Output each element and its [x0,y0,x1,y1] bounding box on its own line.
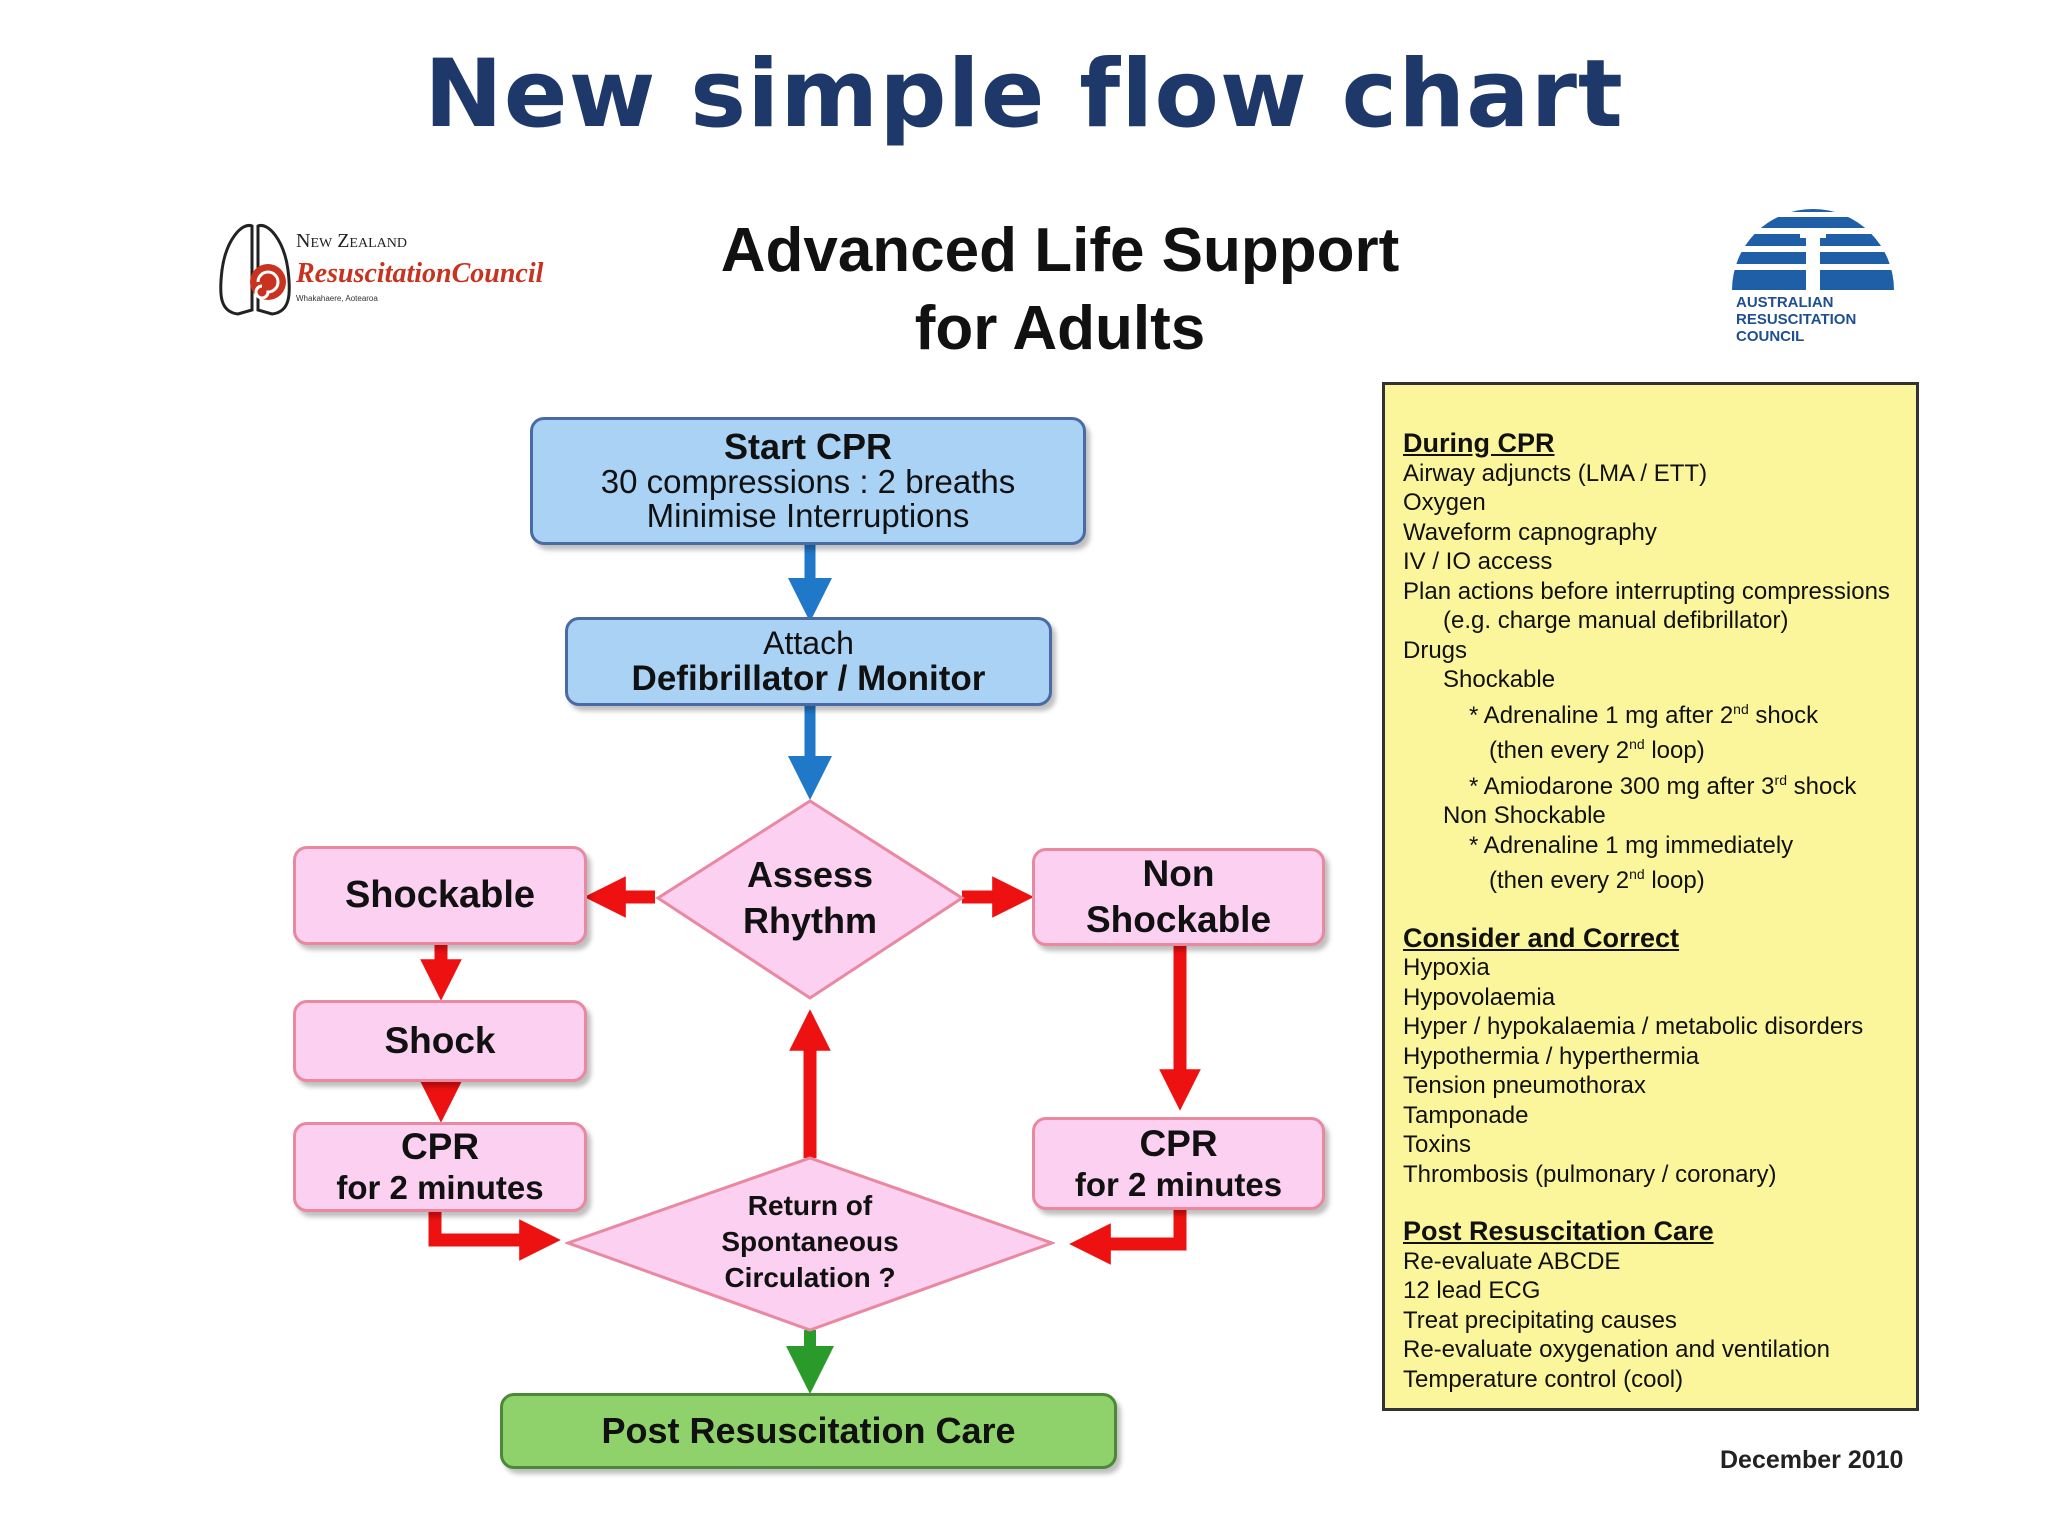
consider-item: Hypoxia [1403,954,1490,981]
non-shockable-box: Non Shockable [1032,848,1325,946]
during-cpr-item: IV / IO access [1403,548,1553,575]
cpr-left-box: CPR for 2 minutes [293,1122,587,1212]
rosc-diamond [565,1156,1055,1332]
nz-resuscitation-council-logo: New Zealand ResuscitationCouncil Whakaha… [216,220,566,320]
start-cpr-box: Start CPR 30 compressions : 2 breaths Mi… [530,417,1086,545]
start-cpr-interruptions: Minimise Interruptions [646,497,970,534]
during-cpr-item: Oxygen [1403,489,1486,516]
nz-logo-line1: New Zealand [296,230,407,252]
during-cpr-item: Waveform capnography [1403,518,1657,546]
during-cpr-item: Plan actions before interrupting compres… [1403,577,1890,605]
post-care-label: Post Resuscitation Care [601,1410,1016,1451]
cpr-right-title: CPR [1139,1122,1218,1164]
consider-item: Hypovolaemia [1403,983,1556,1011]
nz-logo-line2: ResuscitationCouncil [296,258,544,289]
consider-item: Hyper / hypokalaemia / metabolic disorde… [1403,1013,1864,1040]
post-care-item: Treat precipitating causes [1403,1306,1677,1334]
rosc-line1: Return of [747,1190,873,1221]
consider-item: Tamponade [1403,1101,1529,1129]
during-cpr-note: (e.g. charge manual defibrillator) [1443,607,1789,634]
consider-item: Thrombosis (pulmonary / coronary) [1403,1160,1777,1188]
consider-item: Tension pneumothorax [1403,1072,1646,1099]
nz-logo-line3: Whakahaere, Aotearoa [296,294,378,303]
rosc-label: Return of Spontaneous Circulation ? [660,1188,960,1296]
assess-label: Assess [746,854,874,895]
shockable-label: Shockable [344,874,536,916]
cpr-left-duration: for 2 minutes [336,1169,544,1206]
during-cpr-heading: During CPR [1403,428,1555,458]
shock-label: Shock [384,1020,496,1061]
start-cpr-title: Start CPR [723,426,893,467]
cpr-right-box: CPR for 2 minutes [1032,1117,1325,1210]
aus-logo-line1: AUSTRALIAN [1736,294,1834,311]
aus-logo-line3: COUNCIL [1736,328,1805,345]
consider-item: Hypothermia / hyperthermia [1403,1042,1700,1070]
start-cpr-compressions: 30 compressions : 2 breaths [600,463,1016,500]
consider-correct-heading: Consider and Correct [1403,922,1680,953]
during-cpr-item: Airway adjuncts (LMA / ETT) [1403,459,1708,487]
adrenaline-after-shock-then: (then every 2nd loop) [1489,736,1705,764]
rhythm-label: Rhythm [743,900,877,941]
assess-rhythm-label: Assess Rhythm [690,852,930,944]
non-label: Non [1142,853,1215,894]
shockable-box: Shockable [293,846,587,945]
adrenaline-immediately: * Adrenaline 1 mg immediately [1469,831,1794,859]
post-care-item: Re-evaluate oxygenation and ventilation [1403,1336,1830,1363]
adrenaline-after-shock: * Adrenaline 1 mg after 2nd shock [1469,700,1819,729]
post-care-heading: Post Resuscitation Care [1403,1216,1714,1246]
non-shockable-label: Shockable [1085,899,1272,940]
chart-title-line1: Advanced Life Support [720,216,1400,285]
aus-logo-line2: RESUSCITATION [1736,311,1857,328]
attach-label: Attach [763,624,854,661]
post-care-item: Re-evaluate ABCDE [1403,1247,1621,1275]
footer-date: December 2010 [1720,1446,1904,1474]
adrenaline-immediately-then: (then every 2nd loop) [1489,866,1705,894]
aus-emblem-icon [1730,209,1896,292]
shock-box: Shock [293,1000,587,1082]
cpr-right-duration: for 2 minutes [1074,1165,1283,1203]
amiodarone: * Amiodarone 300 mg after 3rd shock [1469,771,1857,800]
drugs-non-shockable-label: Non Shockable [1443,802,1606,829]
chart-title: Advanced Life Support for Adults [640,212,1480,368]
assess-rhythm-diamond [655,799,965,1000]
rosc-line3: Circulation ? [724,1262,896,1293]
drugs-label: Drugs [1403,636,1468,664]
consider-item: Toxins [1403,1131,1472,1158]
attach-defibrillator-box: Attach Defibrillator / Monitor [565,617,1052,706]
cpr-left-title: CPR [400,1126,480,1167]
arrow-cpr-right-to-rosc [1069,1210,1187,1265]
post-care-item: 12 lead ECG [1403,1277,1541,1304]
slide-title: New simple flow chart [424,40,1624,149]
rosc-line2: Spontaneous [721,1226,899,1257]
chart-title-line2: for Adults [914,294,1206,363]
info-panel: During CPR Airway adjuncts (LMA / ETT) O… [1382,382,1919,1411]
post-care-item: Temperature control (cool) [1403,1365,1684,1393]
arrow-cpr-left-to-rosc [428,1212,561,1261]
lungs-icon [219,223,291,316]
post-resuscitation-care-box: Post Resuscitation Care [500,1393,1117,1469]
australian-resuscitation-council-logo: AUSTRALIAN RESUSCITATION COUNCIL [1728,190,1898,350]
drugs-shockable-label: Shockable [1443,666,1556,693]
defibrillator-monitor-label: Defibrillator / Monitor [631,658,986,698]
